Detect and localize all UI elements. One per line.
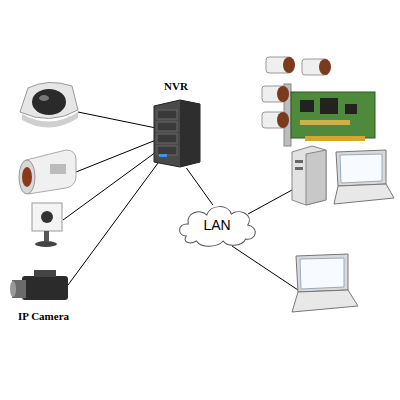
box-top: [34, 270, 56, 277]
laptop-lid: [336, 150, 386, 186]
laptop-screen: [340, 154, 382, 183]
dome-camera: [20, 82, 78, 127]
drive-bay: [157, 146, 177, 155]
tower-body: [292, 146, 326, 205]
card-cameras: [262, 57, 331, 128]
laptop: [292, 254, 358, 312]
nvr-node: NVR: [150, 80, 202, 168]
laptop-screen: [300, 258, 344, 289]
mini-lens: [283, 57, 295, 73]
dome-housing: [20, 82, 78, 118]
chip: [320, 98, 338, 114]
box-camera: [10, 270, 68, 300]
drive-bay: [157, 134, 177, 143]
card-trace: [300, 120, 350, 125]
wire: [248, 190, 292, 214]
pc-tower: [292, 146, 326, 205]
mini-lens: [277, 86, 289, 102]
nvr-logo: [159, 154, 167, 157]
box-lens-front: [10, 281, 16, 297]
cube-camera: [32, 203, 62, 247]
box-body: [22, 276, 68, 300]
dome-lens: [32, 89, 66, 115]
wire: [78, 112, 156, 128]
bullet-lens: [22, 167, 32, 187]
laptop-base: [334, 184, 394, 204]
device-caption: IP Camera: [18, 310, 69, 322]
drive-bay: [157, 110, 177, 119]
cloud-shape: [180, 207, 256, 247]
drive-slot: [295, 160, 303, 163]
cube-foot: [35, 241, 57, 247]
drive-slot: [295, 167, 303, 170]
network-link: [186, 168, 213, 205]
mini-lens: [319, 59, 331, 75]
nvr-side: [180, 100, 200, 167]
wire: [232, 246, 298, 290]
bullet-camera: [19, 150, 76, 194]
cube-lens: [41, 211, 53, 223]
nvr-device: [150, 98, 202, 168]
wire: [63, 152, 156, 220]
chip: [300, 100, 314, 112]
lan-cloud: LAN: [176, 202, 258, 248]
bullet-front: [19, 160, 35, 194]
drive-bay: [157, 122, 177, 131]
wire: [76, 140, 156, 172]
network-label: LAN: [203, 217, 230, 233]
wire: [68, 163, 158, 285]
dome-base: [22, 112, 78, 128]
device-label: NVR: [150, 80, 202, 92]
bullet-badge: [50, 164, 66, 174]
laptop-lid: [296, 254, 348, 292]
nvr-body: [154, 100, 200, 167]
chip: [345, 104, 357, 114]
card-pcb: [291, 92, 375, 138]
laptop-base: [292, 290, 358, 312]
laptop: [334, 150, 394, 204]
camera-wires: [63, 112, 158, 285]
dome-glint: [39, 95, 49, 101]
capture-card: [284, 84, 375, 146]
cube-stand: [44, 231, 49, 241]
card-contacts: [305, 136, 365, 141]
mini-lens: [277, 112, 289, 128]
cube-body: [32, 203, 62, 231]
tower-side: [306, 150, 326, 205]
